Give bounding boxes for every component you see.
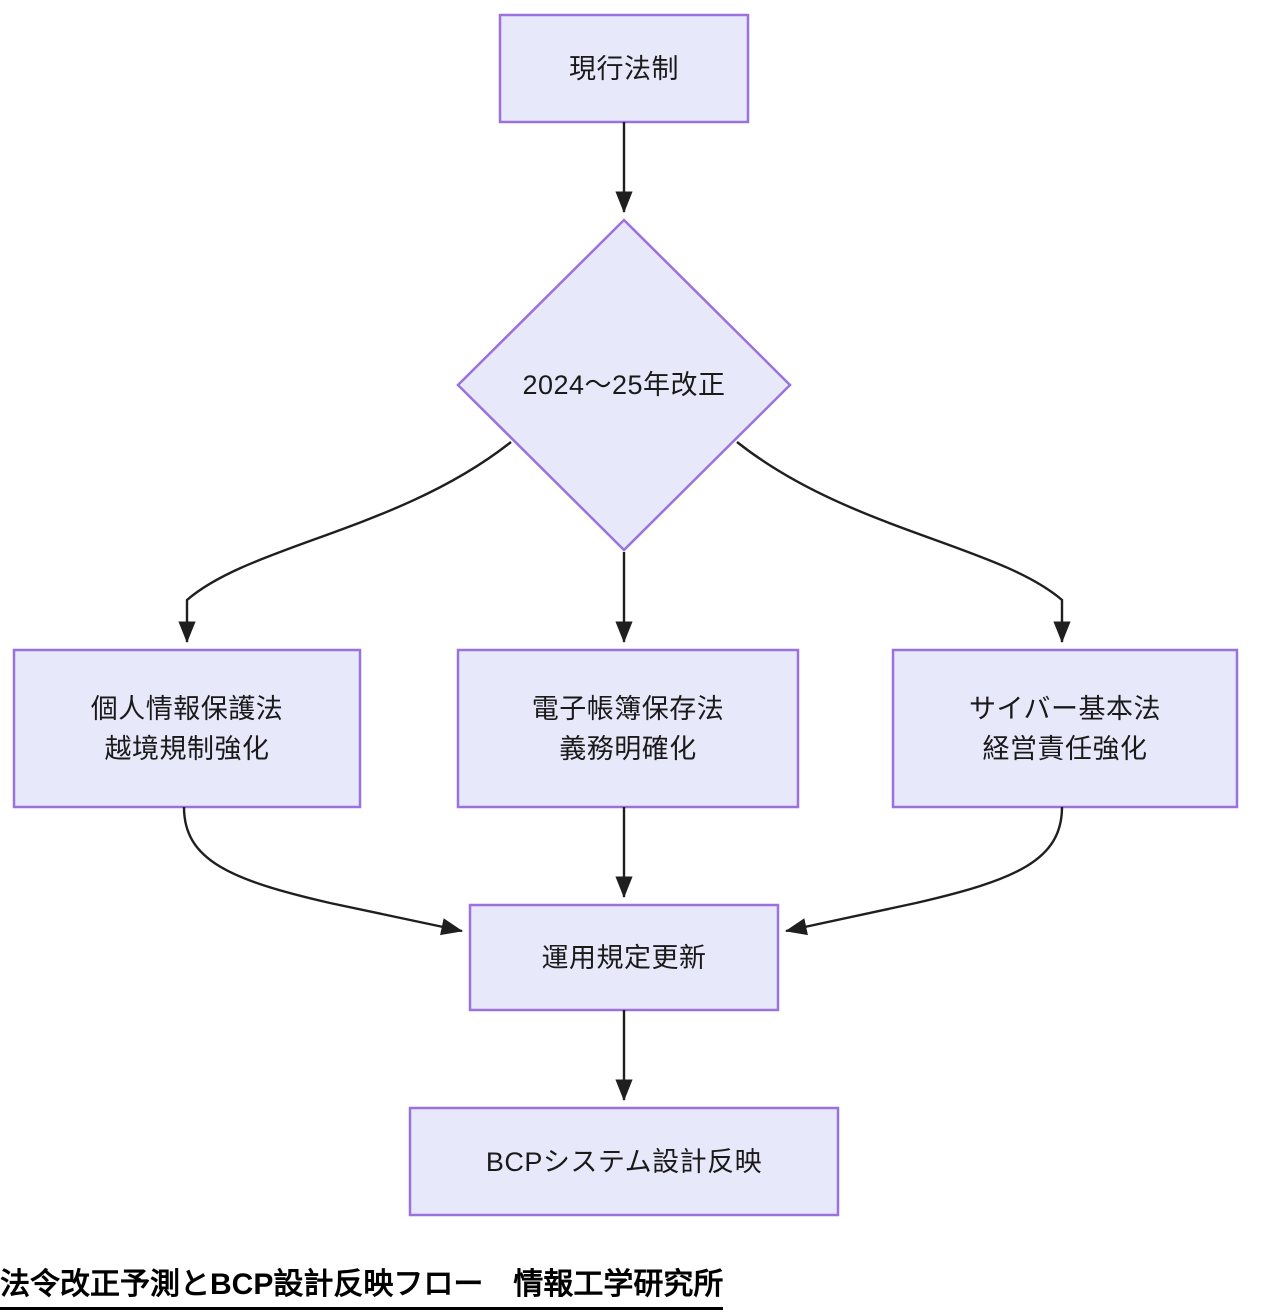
diagram-caption-text: 法令改正予測とBCP設計反映フロー 情報工学研究所 bbox=[0, 1259, 724, 1310]
diagram-caption: 法令改正予測とBCP設計反映フロー 情報工学研究所 bbox=[0, 1259, 1264, 1310]
edge-revision-to-cyber-act bbox=[736, 441, 1071, 643]
node-bcp-design[interactable] bbox=[408, 1106, 840, 1217]
node-current-law[interactable] bbox=[498, 13, 750, 124]
edge-privacy-act-to-ops-rule-update bbox=[182, 806, 463, 936]
node-ops-rule-update[interactable] bbox=[468, 903, 780, 1012]
node-ebook-act[interactable] bbox=[456, 648, 800, 809]
edge-revision-to-privacy-act bbox=[178, 441, 512, 643]
node-privacy-act[interactable] bbox=[12, 648, 362, 809]
edge-cyber-act-to-ops-rule-update bbox=[785, 806, 1064, 936]
node-revision-2024-25[interactable] bbox=[456, 218, 792, 552]
node-cyber-act[interactable] bbox=[891, 648, 1239, 809]
